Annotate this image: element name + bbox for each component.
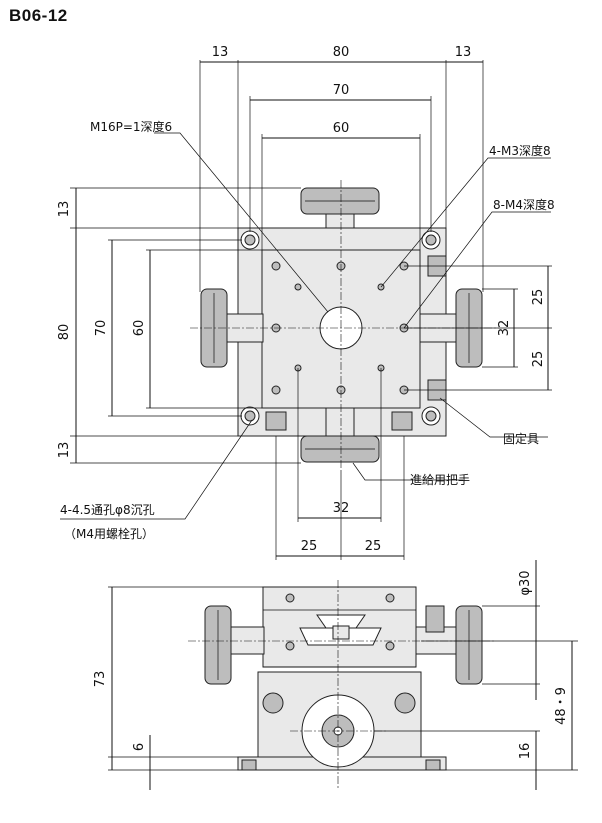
dim-side-phi30: φ30 (518, 570, 533, 595)
top-feed-knob (300, 187, 380, 229)
dim-top-13-right: 13 (455, 45, 472, 60)
side-view-dimensions (108, 560, 578, 790)
label-feed-handle: 進給用把手 (410, 473, 470, 487)
dim-top-13-left: 13 (212, 45, 229, 60)
dim-left-13-bottom: 13 (57, 442, 72, 459)
dim-right-25-bottom: 25 (531, 351, 546, 368)
dim-bottom-25-right: 25 (365, 539, 382, 554)
label-m3: 4-M3深度8 (489, 143, 551, 158)
drawing-title: B06-12 (9, 6, 68, 25)
label-m4: 8-M4深度8 (493, 197, 555, 212)
dim-side-48-9: 48・9 (554, 687, 569, 725)
dim-left-60: 60 (132, 320, 147, 337)
label-fixing: 固定具 (503, 431, 539, 446)
top-view-dimensions (70, 60, 552, 560)
top-view (190, 180, 500, 470)
dim-top-80: 80 (333, 45, 350, 60)
bottom-feed-knob (300, 407, 380, 463)
dim-left-70: 70 (94, 320, 109, 337)
side-view (188, 580, 496, 790)
dim-bottom-25-left: 25 (301, 539, 318, 554)
dim-bottom-32: 32 (333, 501, 350, 516)
dim-left-80: 80 (57, 324, 72, 341)
dim-top-70: 70 (333, 83, 350, 98)
label-m16: M16P=1深度6 (90, 119, 172, 134)
label-holes-line1: 4-4.5通孔φ8沉孔 (60, 503, 155, 517)
label-holes-line2: （M4用螺栓孔） (64, 526, 154, 541)
dim-top-60: 60 (333, 121, 350, 136)
dim-side-73: 73 (93, 671, 108, 688)
leader-lines (60, 132, 551, 520)
corner-holes (240, 230, 441, 426)
dim-side-6: 6 (132, 743, 147, 751)
dim-side-16: 16 (518, 743, 533, 760)
dim-left-13-top: 13 (57, 201, 72, 218)
dim-right-25-top: 25 (531, 289, 546, 306)
dim-right-32: 32 (497, 320, 512, 337)
